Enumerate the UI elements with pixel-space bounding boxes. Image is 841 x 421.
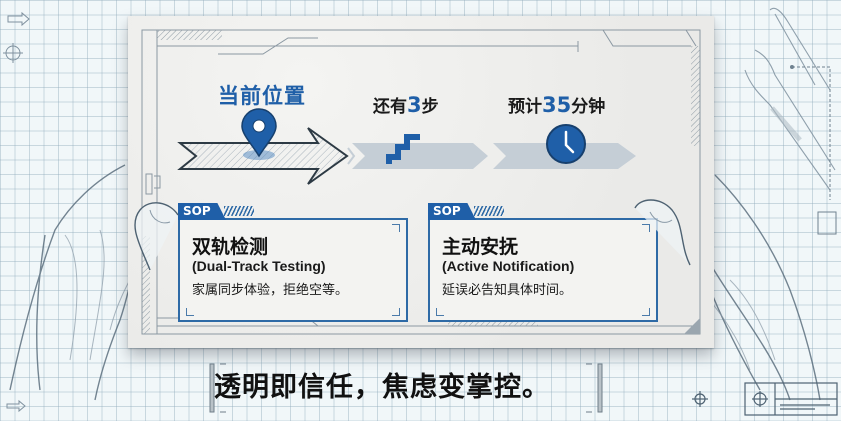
clock-icon — [546, 124, 586, 164]
stairs-icon — [386, 134, 420, 164]
time-minutes: 35 — [542, 93, 572, 117]
remaining-steps-label: 还有3步 — [373, 92, 439, 117]
time-suffix: 分钟 — [571, 97, 606, 117]
time-prefix: 预计 — [508, 97, 542, 117]
corner-mark — [186, 308, 194, 316]
sop-subtitle-en: (Active Notification) — [442, 258, 575, 274]
map-pin-icon — [241, 108, 277, 160]
steps-suffix: 步 — [421, 97, 439, 117]
hatch-decoration — [224, 206, 254, 216]
dental-tools-sketch — [744, 7, 836, 191]
sop-title: 双轨检测 — [192, 236, 269, 258]
next-stage-arrow — [352, 143, 488, 169]
card-blueprint-frame — [141, 29, 701, 335]
sop-title: 主动安抚 — [442, 236, 519, 258]
arrow-symbol-icon — [7, 11, 30, 27]
hatch-decoration — [474, 206, 504, 216]
sop-description: 延误必告知具体时间。 — [442, 283, 573, 298]
steps-count: 3 — [407, 93, 422, 117]
sop-tag: SOP — [428, 203, 476, 220]
sop-card-dual-track: SOP 双轨检测 (Dual-Track Testing) 家属同步体验，拒绝空… — [178, 203, 408, 322]
sop-subtitle-en: (Dual-Track Testing) — [192, 258, 326, 274]
corner-mark — [436, 308, 444, 316]
corner-mark — [392, 308, 400, 316]
corner-mark — [642, 224, 650, 232]
title-block — [692, 382, 838, 416]
estimated-time-label: 预计35分钟 — [508, 92, 605, 117]
sop-description: 家属同步体验，拒绝空等。 — [192, 283, 349, 298]
sop-tag: SOP — [178, 203, 226, 220]
corner-mark — [392, 224, 400, 232]
steps-prefix: 还有 — [373, 97, 407, 117]
crosshair-icon — [3, 43, 23, 63]
slogan: 透明即信任，焦虑变掌控。 — [214, 372, 550, 403]
current-position-label: 当前位置 — [218, 84, 306, 108]
corner-mark — [642, 308, 650, 316]
sop-card-active-notification: SOP 主动安抚 (Active Notification) 延误必告知具体时间… — [428, 203, 658, 322]
arrow-symbol-icon — [6, 399, 26, 413]
